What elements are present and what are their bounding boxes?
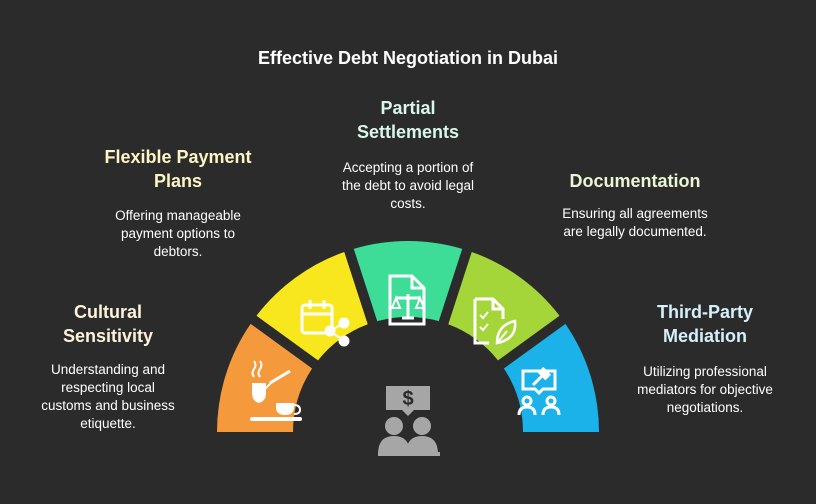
- heading-line: Third-Party: [656, 302, 753, 322]
- heading-documentation: Documentation: [535, 169, 735, 193]
- desc-line: the debt to avoid legal: [341, 178, 475, 193]
- checklist-leaf-icon: [473, 297, 517, 345]
- heading-partial-settlements: Partial Settlements: [318, 96, 498, 144]
- icons-layer: $: [250, 274, 561, 456]
- heading-line: Partial: [380, 98, 436, 118]
- desc-line: customs and business: [41, 398, 175, 413]
- heading-line: Mediation: [663, 326, 747, 346]
- desc-third-party-mediation: Utilizing professional mediators for obj…: [605, 363, 805, 417]
- calendar-share-icon: [300, 300, 350, 347]
- desc-cultural-sensitivity: Understanding and respecting local custo…: [18, 361, 198, 433]
- desc-line: Utilizing professional: [643, 364, 767, 379]
- desc-line: are legally documented.: [563, 224, 707, 239]
- heading-line: Documentation: [569, 171, 701, 191]
- segment-partial: [353, 241, 463, 322]
- svg-text:$: $: [402, 388, 413, 410]
- desc-line: debtors.: [153, 244, 203, 259]
- desc-line: etiquette.: [80, 416, 136, 431]
- heading-line: Cultural: [73, 302, 142, 322]
- diagram-title: Effective Debt Negotiation in Dubai: [257, 48, 559, 68]
- desc-line: respecting local: [61, 380, 155, 395]
- heading-flexible-payment-plans: Flexible Payment Plans: [78, 145, 278, 193]
- desc-line: Accepting a portion of: [342, 160, 474, 175]
- mediator-gavel-icon: [517, 366, 561, 416]
- document-scale-icon: [388, 274, 426, 326]
- coffee-icon: [250, 360, 302, 421]
- desc-line: Offering manageable: [115, 208, 241, 223]
- heading-line: Plans: [153, 171, 203, 191]
- desc-flexible-payment-plans: Offering manageable payment options to d…: [78, 207, 278, 261]
- negotiation-people-dollar-icon: $: [378, 386, 440, 456]
- heading-line: Settlements: [356, 122, 460, 142]
- desc-line: negotiations.: [666, 400, 744, 415]
- desc-line: payment options to: [120, 226, 236, 241]
- desc-line: Understanding and: [50, 362, 166, 377]
- desc-line: costs.: [390, 196, 426, 211]
- heading-line: Sensitivity: [62, 326, 154, 346]
- desc-documentation: Ensuring all agreements are legally docu…: [535, 205, 735, 241]
- heading-cultural-sensitivity: Cultural Sensitivity: [18, 300, 198, 348]
- heading-line: Flexible Payment: [104, 147, 252, 167]
- desc-line: mediators for objective: [637, 382, 773, 397]
- desc-partial-settlements: Accepting a portion of the debt to avoid…: [308, 159, 508, 213]
- heading-third-party-mediation: Third-Party Mediation: [605, 300, 805, 348]
- desc-line: Ensuring all agreements: [562, 206, 708, 221]
